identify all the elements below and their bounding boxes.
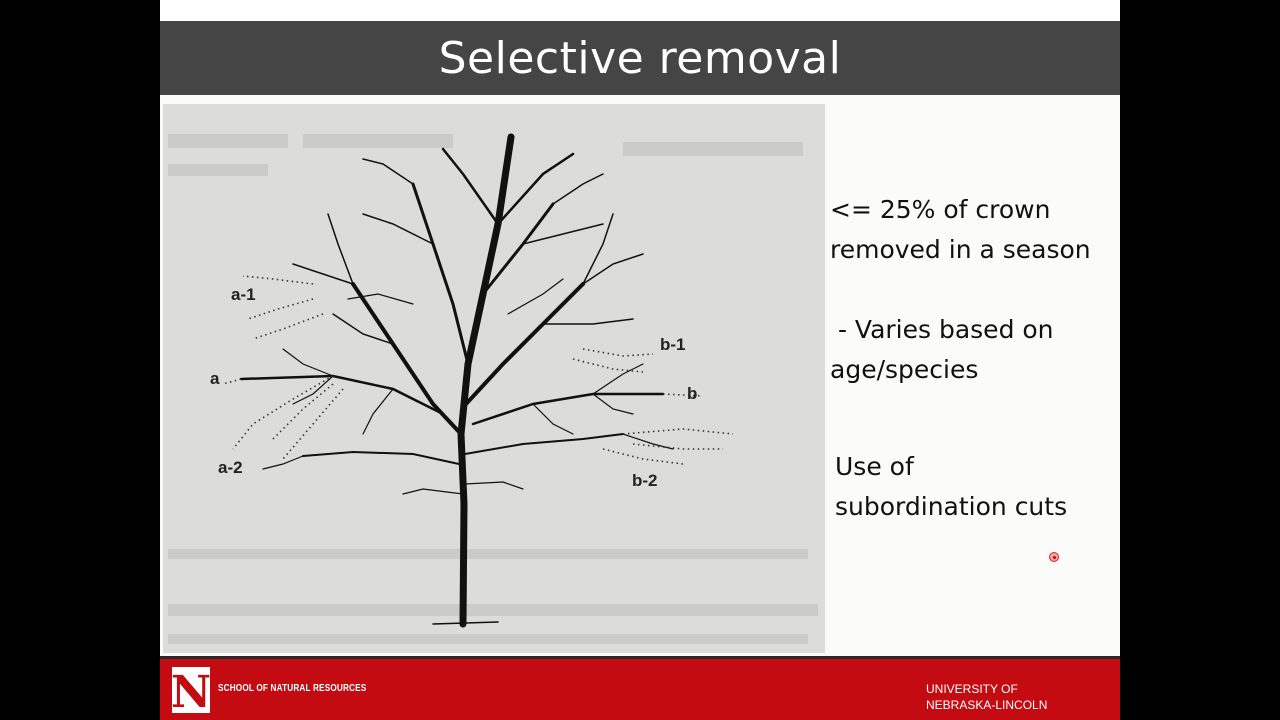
- slide: Selective removal: [160, 0, 1120, 720]
- label-b-2: b-2: [632, 471, 658, 490]
- label-a: a: [210, 369, 220, 388]
- footer-divider: [160, 656, 1120, 659]
- top-strip: [160, 0, 1120, 21]
- title-bar: Selective removal: [160, 21, 1120, 95]
- nebraska-n-logo: N: [171, 667, 211, 715]
- university-line-2: NEBRASKA-LINCOLN: [926, 698, 1048, 712]
- label-a-1: a-1: [231, 285, 256, 304]
- footer-bar: N SCHOOL OF NATURAL RESOURCES UNIVERSITY…: [160, 659, 1120, 720]
- bullet-crown-removal: <= 25% of crown removed in a season: [830, 195, 1091, 264]
- bullet-subordination-cuts: Use of subordination cuts: [835, 452, 1068, 521]
- label-b: b: [687, 384, 697, 403]
- university-line-1: UNIVERSITY OF: [926, 682, 1018, 696]
- laser-pointer-cursor: [1049, 552, 1059, 562]
- slide-title: Selective removal: [438, 32, 842, 84]
- university-name: UNIVERSITY OF NEBRASKA-LINCOLN: [926, 681, 1047, 713]
- tree-pruning-figure: a-1 a a-2 b-1 b b-2: [163, 104, 825, 653]
- logo-letter: N: [171, 667, 211, 715]
- school-name: SCHOOL OF NATURAL RESOURCES: [218, 683, 367, 694]
- bullet-varies-age-species: - Varies based on age/species: [830, 315, 1054, 384]
- label-b-1: b-1: [660, 335, 686, 354]
- tree-illustration: a-1 a a-2 b-1 b b-2: [168, 133, 818, 644]
- label-a-2: a-2: [218, 458, 243, 477]
